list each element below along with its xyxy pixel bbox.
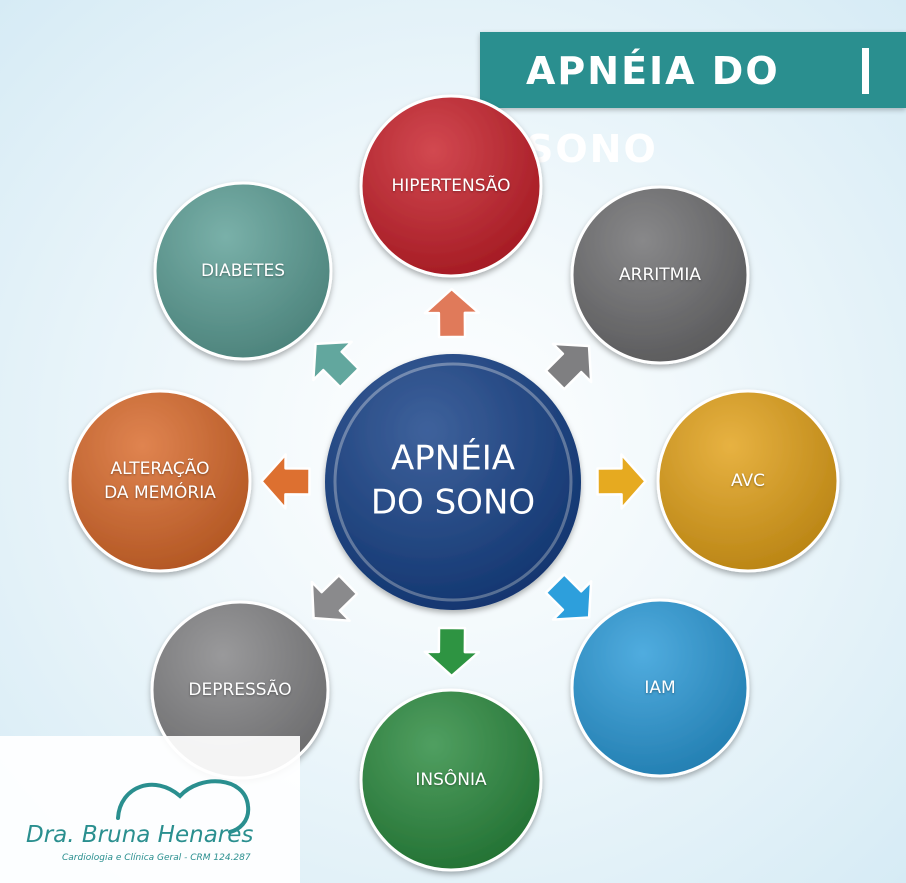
node-depressao: DEPRESSÃO [150, 600, 330, 780]
nodes-layer: HIPERTENSÃO ARRITMIA AVC IAM INSÔNIA DEPRESSÃ… [68, 94, 840, 872]
banner-accent-bar [862, 48, 869, 94]
node-label-hipertensao: HIPERTENSÃO [391, 174, 510, 196]
doctor-name: Dra. Bruna Henares [26, 822, 254, 848]
arrow-icon-insonia [423, 626, 481, 678]
center-label-line1: APNÉIA [391, 438, 515, 479]
node-label-avc: AVC [731, 471, 765, 491]
node-iam: IAM [570, 598, 750, 778]
node-diabetes: DIABETES [153, 181, 333, 361]
arrow-icon-arritmia [544, 342, 593, 391]
node-hipertensao: HIPERTENSÃO [359, 94, 543, 278]
arrow-icon-avc [596, 453, 647, 510]
heart-logo-icon [116, 779, 251, 834]
node-insonia: INSÔNIA [359, 688, 543, 872]
node-avc: AVC [656, 389, 840, 573]
arrow-icon-iam [544, 573, 593, 621]
node-label-alteracao-memoria-line2: DA MEMÓRIA [104, 481, 216, 503]
arrow-icon-diabetes [312, 340, 360, 389]
arrow-icon-depressao [310, 574, 359, 622]
node-label-alteracao-memoria-line1: ALTERAÇÃO [111, 457, 210, 479]
node-arritmia: ARRITMIA [570, 185, 750, 365]
title-banner: APNÉIA DO SONO [480, 32, 906, 171]
node-label-arritmia: ARRITMIA [619, 265, 701, 285]
banner-title: APNÉIA DO SONO [526, 49, 780, 171]
arrows-layer [260, 287, 647, 678]
center-label-line2: DO SONO [371, 483, 535, 523]
doctor-credentials: Cardiologia e Clínica Geral - CRM 124.28… [62, 853, 251, 863]
node-label-diabetes: DIABETES [201, 261, 285, 281]
node-label-insonia: INSÔNIA [415, 768, 487, 790]
node-label-depressao: DEPRESSÃO [188, 678, 291, 700]
center-node: APNÉIA DO SONO [325, 354, 581, 610]
arrow-icon-alteracao-memoria [260, 453, 311, 510]
arrow-icon-hipertensao [423, 287, 481, 339]
node-label-iam: IAM [644, 678, 675, 698]
